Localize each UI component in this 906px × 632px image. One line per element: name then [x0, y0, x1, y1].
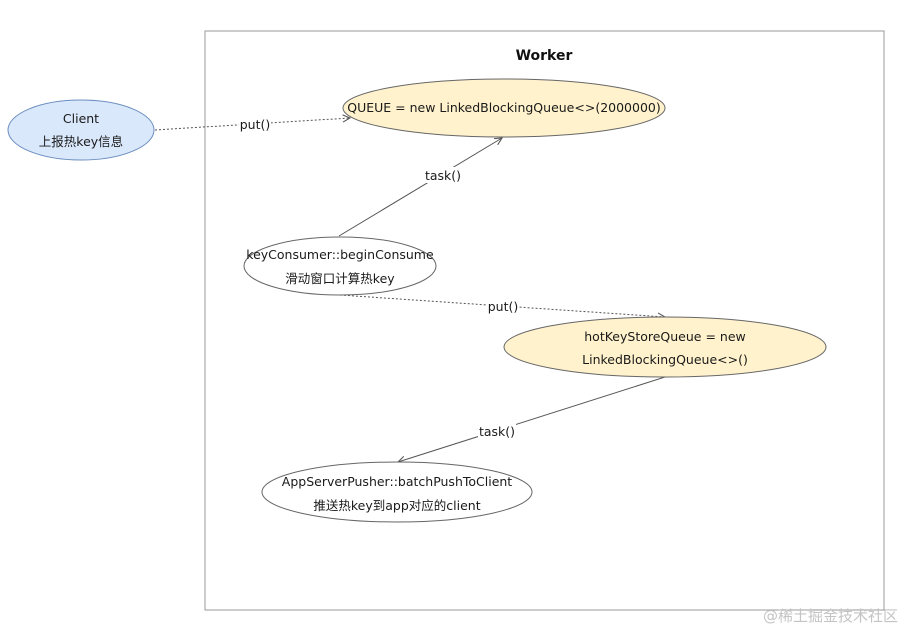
hot-key-store-queue-node-title: hotKeyStoreQueue = new [584, 329, 746, 344]
edge-label-consumer-task: task() [425, 168, 461, 183]
app-server-pusher-node-subtitle: 推送热key到app对应的client [313, 498, 480, 513]
edge-label-client-put: put() [240, 117, 271, 132]
key-consumer-node-subtitle: 滑动窗口计算热key [285, 271, 395, 286]
app-server-pusher-node [261, 461, 533, 523]
edge-label-bg [239, 116, 271, 132]
hot-key-store-queue-node-subtitle: LinkedBlockingQueue<>() [582, 352, 748, 367]
key-consumer-node [243, 236, 437, 296]
hot-key-store-queue-node [503, 316, 827, 378]
edge-consumer-to-queue [338, 138, 502, 237]
app-server-pusher-node-title: AppServerPusher::batchPushToClient [282, 474, 513, 489]
queue-node-label: QUEUE = new LinkedBlockingQueue<>(200000… [347, 100, 661, 115]
client-node-title: Client [63, 111, 99, 126]
edge-label-bg [424, 167, 462, 183]
key-consumer-node-title: keyConsumer::beginConsume [246, 247, 434, 262]
watermark: @稀土掘金技术社区 [763, 607, 898, 625]
edge-label-store-put: put() [488, 299, 519, 314]
worker-title: Worker [516, 48, 573, 64]
queue-node [342, 78, 666, 138]
edge-label-pusher-task: task() [479, 424, 515, 439]
edge-label-bg [487, 298, 519, 314]
edge-store-to-pusher [398, 376, 666, 462]
client-node-subtitle: 上报热key信息 [39, 134, 123, 149]
edge-label-bg [478, 423, 516, 439]
client-node [7, 99, 155, 161]
